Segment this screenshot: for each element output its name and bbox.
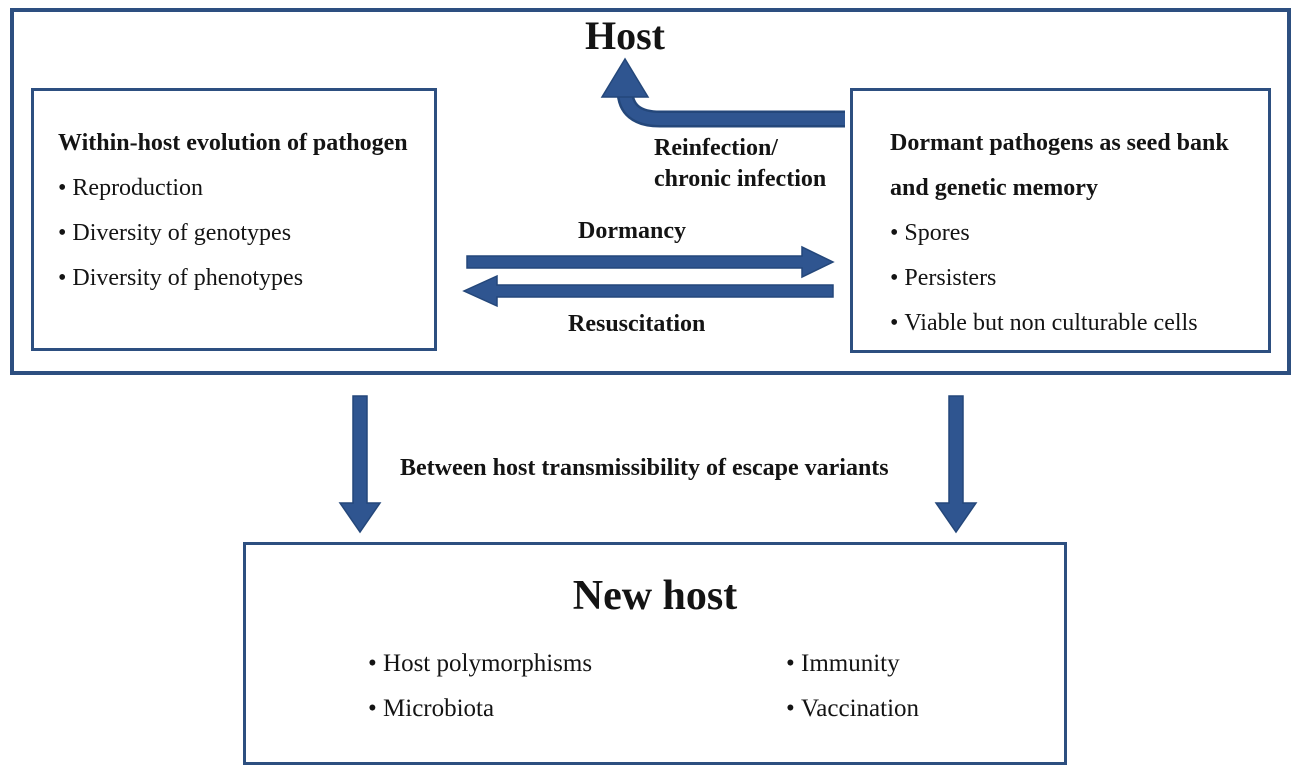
dormant-pathogens-heading-line2: and genetic memory xyxy=(890,175,1098,201)
list-item: Spores xyxy=(890,211,1268,256)
new-host-box: New host Host polymorphisms Microbiota I… xyxy=(243,542,1067,765)
dormant-pathogens-heading-line1: Dormant pathogens as seed bank xyxy=(890,130,1229,156)
dormant-pathogens-list: Spores Persisters Viable but non cultura… xyxy=(890,211,1268,346)
list-item: Reproduction xyxy=(58,166,434,211)
list-item: Microbiota xyxy=(368,686,592,731)
reinfection-label-line1: Reinfection/ xyxy=(654,135,778,161)
list-item: Viable but non culturable cells xyxy=(890,301,1268,346)
list-item: Vaccination xyxy=(786,686,919,731)
within-host-evolution-box: Within-host evolution of pathogen Reprod… xyxy=(31,88,437,351)
list-item: Diversity of phenotypes xyxy=(58,256,434,301)
transmission-arrow-right xyxy=(934,395,978,534)
transmission-arrow-left xyxy=(338,395,382,534)
dormancy-label: Dormancy xyxy=(578,218,686,244)
new-host-right-column: Immunity Vaccination xyxy=(786,641,919,731)
within-host-evolution-heading: Within-host evolution of pathogen xyxy=(58,130,408,156)
list-item: Immunity xyxy=(786,641,919,686)
list-item: Persisters xyxy=(890,256,1268,301)
reinfection-label: Reinfection/ chronic infection xyxy=(654,133,826,195)
new-host-left-column: Host polymorphisms Microbiota xyxy=(368,641,592,731)
new-host-title: New host xyxy=(572,573,738,619)
host-title: Host xyxy=(585,13,665,58)
list-item: Diversity of genotypes xyxy=(58,211,434,256)
list-item: Host polymorphisms xyxy=(368,641,592,686)
reinfection-label-line2: chronic infection xyxy=(654,166,827,192)
transmission-label: Between host transmissibility of escape … xyxy=(400,455,889,481)
dormant-pathogens-box: Dormant pathogens as seed bank and genet… xyxy=(850,88,1271,353)
resuscitation-label: Resuscitation xyxy=(568,311,706,337)
within-host-evolution-list: Reproduction Diversity of genotypes Dive… xyxy=(58,166,434,301)
